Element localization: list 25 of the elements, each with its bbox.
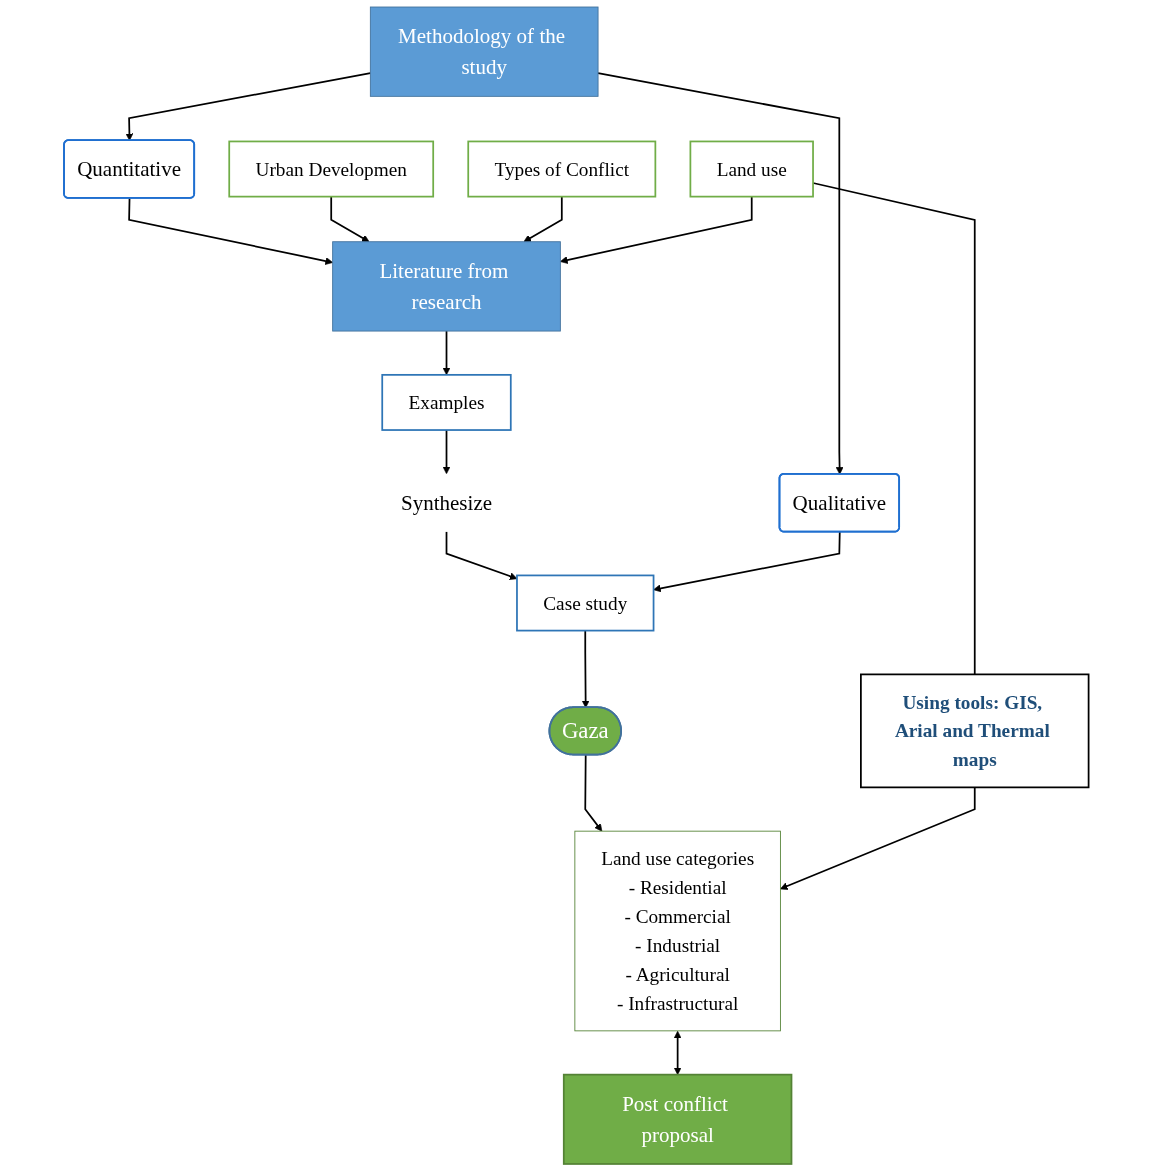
arrow	[125, 72, 372, 141]
arrow	[128, 197, 334, 265]
arrow	[442, 429, 451, 475]
arrow	[582, 629, 590, 708]
node-box: Methodology of the study	[370, 6, 599, 97]
arrow	[560, 195, 753, 264]
node-box: Literature from research	[332, 241, 561, 332]
arrow	[523, 195, 563, 243]
arrow	[584, 754, 603, 832]
node-box: Examples	[381, 374, 512, 431]
node-text: Synthesize	[401, 491, 493, 515]
node-box: Using tools: GIS, Arial and Thermal maps	[860, 673, 1090, 789]
arrow	[673, 1030, 682, 1075]
arrow	[653, 531, 841, 593]
node-box: Types of Conflict	[467, 140, 657, 198]
node-box: Urban Developmen	[228, 140, 435, 198]
arrow	[330, 195, 370, 243]
node-box: Post conflict proposal	[563, 1073, 793, 1165]
arrow	[442, 330, 451, 376]
node-box: Case study	[516, 574, 655, 632]
arrow	[597, 72, 844, 475]
node-box: Land use	[689, 140, 815, 198]
arrow	[445, 530, 518, 580]
node-box: Land use categories - Residential - Commercial - Industrial - Agricultural - Infrastructural	[574, 830, 782, 1032]
arrow	[780, 786, 976, 890]
